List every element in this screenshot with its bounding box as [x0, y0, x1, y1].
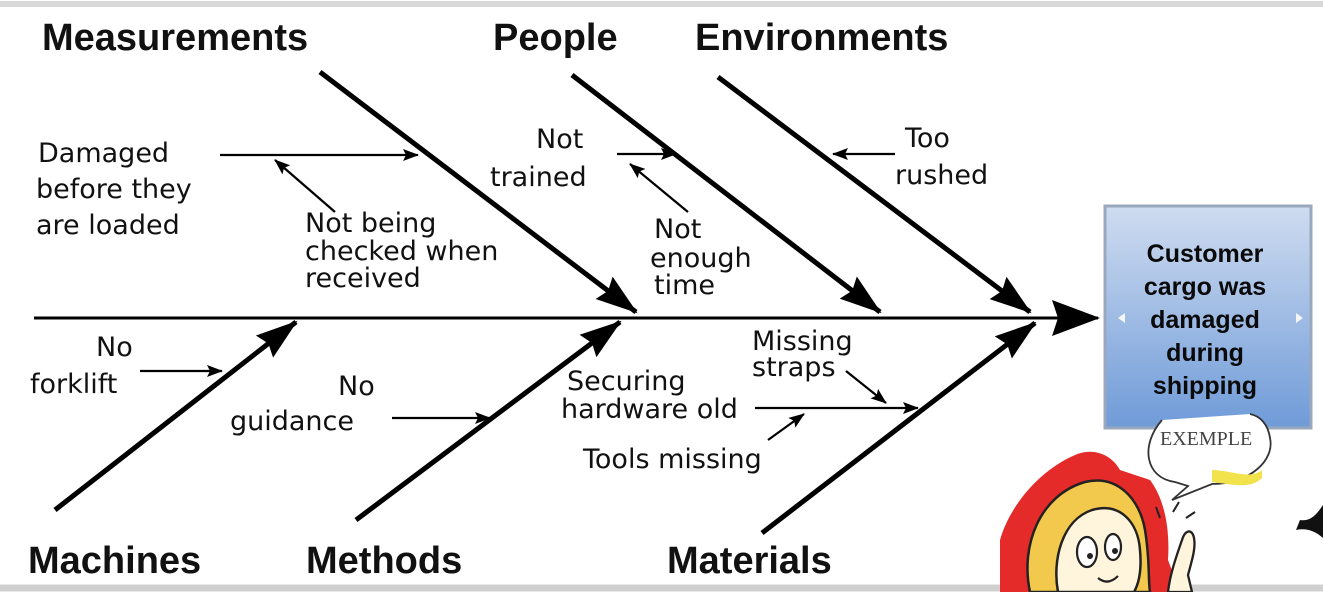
cause-line: forklift [30, 369, 117, 400]
cause-line: guidance [230, 406, 354, 437]
character-raised-hand [1166, 530, 1196, 592]
bubble-text: EXEMPLE [1160, 428, 1252, 450]
materials-bone [760, 321, 1037, 535]
character-left-pupil [1087, 553, 1093, 559]
cause-securing-hardware-old: Securing hardware old [561, 366, 738, 425]
cause-not-trained: Not trained [490, 124, 587, 193]
cause-not-enough-time: Not enough time [650, 214, 752, 301]
edge-swoosh-graphic [1296, 505, 1323, 538]
cause-no-guidance: No guidance [230, 371, 375, 437]
speech-bubble: EXEMPLE [1147, 413, 1272, 501]
cause-line: hardware old [561, 394, 738, 425]
cause-line: Damaged [38, 138, 169, 169]
cause-line: trained [490, 162, 587, 193]
people-bone [570, 73, 882, 314]
cause-line: No [96, 332, 133, 363]
speech-bubble-outline [1147, 413, 1272, 501]
cause-line: straps [752, 352, 836, 383]
not-enough-time-arrow [629, 163, 689, 213]
cartoon-character-illustration [1000, 451, 1262, 592]
cause-line: Missing [752, 326, 853, 357]
character-mouth [1097, 575, 1119, 583]
effect-box: Customer cargo was damaged during shippi… [1103, 204, 1313, 430]
cause-line: before they [36, 174, 192, 205]
cause-line: No [338, 371, 375, 402]
environments-bone [716, 75, 1032, 314]
measurements-bone [318, 70, 638, 314]
character-right-eye [1103, 532, 1123, 562]
character-left-eye [1075, 535, 1099, 569]
cause-missing-straps: Missing straps [752, 326, 853, 383]
effect-line: damaged [1150, 306, 1260, 334]
category-measurements: Measurements [42, 17, 308, 59]
character-yellow-accent [1212, 470, 1262, 486]
cause-line: Too [904, 123, 950, 154]
category-people: People [493, 17, 618, 59]
missing-straps-arrow [845, 370, 887, 404]
category-environments: Environments [695, 17, 948, 59]
not-being-checked-arrow [274, 159, 336, 213]
tools-missing-arrow [767, 413, 805, 441]
cause-line: rushed [895, 160, 988, 191]
cause-line: Not being [305, 208, 436, 239]
cause-damaged-before-loaded: Damaged before they are loaded [36, 138, 192, 241]
cause-line: Not [536, 124, 583, 155]
cause-tools-missing: Tools missing [582, 444, 762, 475]
effect-line: Customer [1147, 240, 1264, 268]
cause-no-forklift: No forklift [30, 332, 133, 400]
effect-line: during [1166, 339, 1244, 367]
category-materials: Materials [667, 540, 832, 582]
cause-line: Securing [567, 366, 686, 397]
effect-line: shipping [1153, 372, 1257, 400]
cause-too-rushed: Too rushed [895, 123, 988, 191]
character-face [1055, 507, 1142, 592]
category-machines: Machines [28, 540, 201, 582]
effect-line: cargo was [1144, 273, 1266, 301]
cause-line: received [305, 263, 421, 294]
carousel-right-handle-icon [1296, 313, 1303, 323]
character-idea-lines [1155, 501, 1196, 519]
machines-bone [53, 320, 298, 512]
cause-line: Not [654, 214, 701, 245]
category-methods: Methods [306, 540, 462, 582]
cause-line: time [654, 270, 715, 301]
character-right-pupil [1112, 548, 1118, 554]
cause-line: are loaded [36, 210, 180, 241]
carousel-left-handle-icon [1118, 313, 1125, 323]
cause-not-being-checked: Not being checked when received [305, 208, 498, 294]
cause-line: checked when [305, 236, 498, 267]
cause-line: enough [650, 243, 752, 274]
